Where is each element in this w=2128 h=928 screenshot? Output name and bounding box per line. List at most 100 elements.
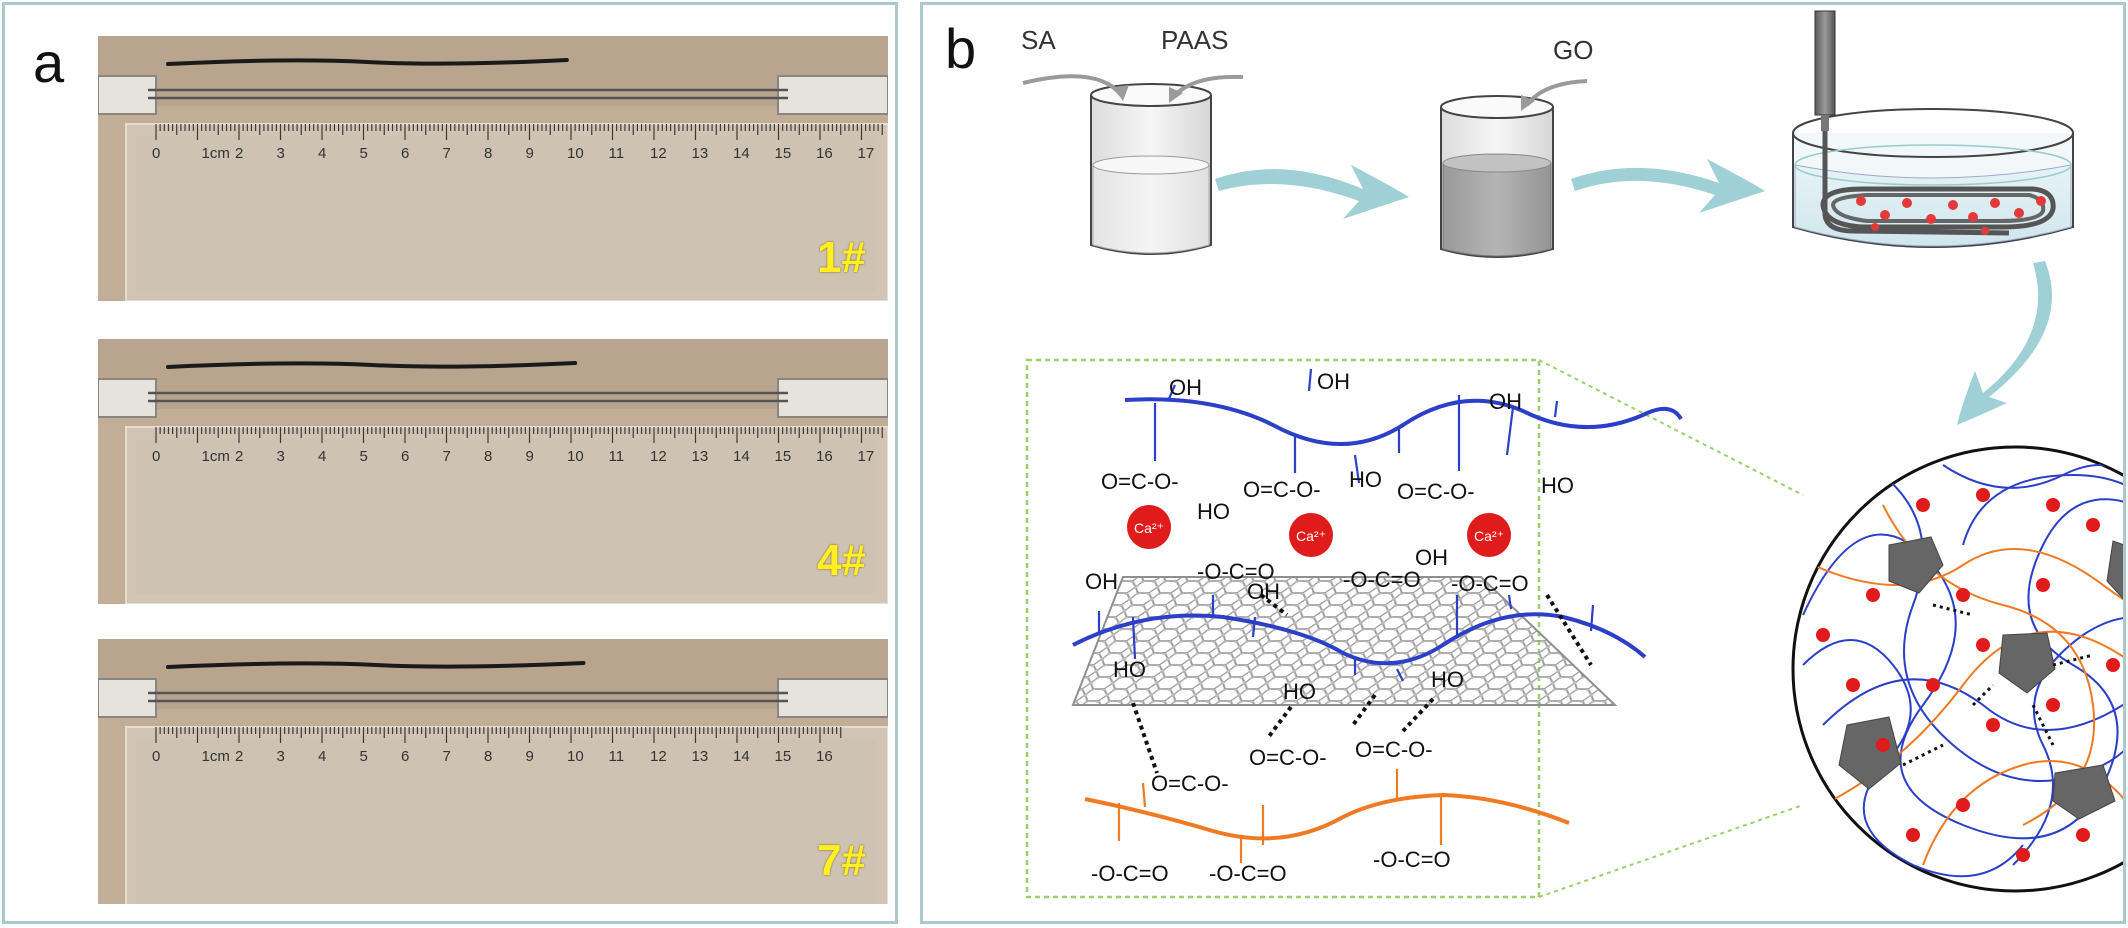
go-label: GO	[1553, 35, 1593, 65]
group-oh-4: OH	[1085, 569, 1118, 594]
ruler-inner	[136, 739, 876, 904]
process-diagram: SA PAAS GO	[1021, 10, 2123, 899]
hydrogel-fiber	[166, 361, 578, 369]
hydrogen-bonds	[1131, 593, 1593, 774]
group-oh-3: OH	[1489, 389, 1522, 414]
ruler-number: 2	[235, 145, 243, 162]
ruler-number: 4	[318, 448, 326, 465]
right-clamp	[777, 75, 888, 115]
process-arrow-1	[1215, 165, 1409, 219]
group-carboxylate-5: O=C-O-	[1249, 745, 1327, 770]
left-clamp	[98, 378, 157, 418]
left-clamp	[98, 75, 157, 115]
graphene-sheet	[1071, 576, 1618, 706]
ca-ion-3: Ca²⁺	[1474, 528, 1504, 544]
panel-b-letter: b	[945, 17, 977, 80]
ruler-number: 9	[526, 145, 534, 162]
ruler-number: 7	[443, 448, 451, 465]
ruler-inner	[136, 136, 876, 291]
ruler-number: 16	[816, 145, 833, 162]
process-arrow-3	[1957, 261, 2052, 425]
ca-ion-1: Ca²⁺	[1134, 520, 1164, 536]
right-clamp	[777, 678, 888, 718]
zoom-line-bottom	[1538, 804, 1804, 898]
ruler-number: 11	[609, 448, 625, 465]
go-feed-arrowhead	[1521, 95, 1535, 111]
group-oh-6: OH	[1415, 545, 1448, 570]
photo-top-shade	[98, 36, 888, 106]
right-clamp	[777, 378, 888, 418]
ruler-number: 8	[484, 145, 492, 162]
group-carboxylate-rev-3: -O-C=O	[1451, 571, 1529, 596]
network-hbonds	[1902, 603, 2094, 767]
ruler-number: 3	[277, 748, 285, 765]
ruler-number: 0	[152, 145, 160, 162]
group-carboxylate-4: O=C-O-	[1151, 771, 1229, 796]
group-carboxylate-2: O=C-O-	[1243, 477, 1321, 502]
group-ho-4: HO	[1113, 657, 1146, 682]
group-carboxylate-rev-2: -O-C=O	[1343, 567, 1421, 592]
group-ho-6: HO	[1431, 667, 1464, 692]
molecular-zoom-box: Ca²⁺ Ca²⁺ Ca²⁺ OH OH OH O=C-O- O=C-O- O=…	[1025, 358, 1683, 899]
ruler-number: 17	[858, 448, 875, 465]
ruler-number: 5	[360, 145, 368, 162]
group-ho-3: HO	[1541, 473, 1574, 498]
ruler-number: 5	[360, 448, 368, 465]
calcium-network	[1816, 488, 2120, 862]
spinning-needle	[1814, 10, 1836, 116]
ruler-number: 14	[733, 748, 750, 765]
hydrogel-fiber	[166, 58, 569, 66]
ruler-number: 2	[235, 748, 243, 765]
ruler-number: 16	[816, 448, 833, 465]
ruler-number: 1cm	[202, 748, 230, 765]
group-ho-5: HO	[1283, 679, 1316, 704]
group-carboxylate-1: O=C-O-	[1101, 469, 1179, 494]
ruler-number: 15	[775, 748, 792, 765]
ruler-number: 13	[692, 748, 709, 765]
ruler-number: 4	[318, 748, 326, 765]
ruler-number: 6	[401, 145, 409, 162]
panel-a-letter: a	[33, 31, 65, 94]
group-carboxylate-3: O=C-O-	[1397, 479, 1475, 504]
ruler-number: 13	[692, 448, 709, 465]
ruler-inner	[136, 439, 876, 594]
go-flakes	[1838, 536, 2123, 820]
ruler-number: 3	[277, 145, 285, 162]
paas-chain	[1084, 792, 1570, 841]
ca-ion-2: Ca²⁺	[1296, 528, 1326, 544]
group-carboxylate-rev-4: -O-C=O	[1091, 861, 1169, 886]
ruler-number: 10	[567, 145, 584, 162]
ruler-number: 15	[775, 448, 792, 465]
beaker-sa-paas	[1090, 83, 1212, 255]
ruler-number: 0	[152, 748, 160, 765]
group-carboxylate-rev-6: -O-C=O	[1373, 847, 1451, 872]
sample-label-7: 7#	[817, 836, 866, 885]
network-circle	[1791, 445, 2123, 893]
ruler-number: 3	[277, 448, 285, 465]
ruler-number: 14	[733, 145, 750, 162]
photo-top-shade	[98, 339, 888, 409]
group-ho-1: HO	[1197, 499, 1230, 524]
ruler-number: 12	[650, 145, 667, 162]
photo-top-shade	[98, 639, 888, 709]
ruler-number: 4	[318, 145, 326, 162]
left-clamp	[98, 678, 157, 718]
needle-tip	[1821, 115, 1829, 131]
zoom-line-top	[1538, 359, 1804, 496]
beaker-go	[1440, 95, 1554, 258]
sa-label: SA	[1021, 25, 1056, 55]
ruler-number: 9	[526, 448, 534, 465]
group-ho-2: HO	[1349, 467, 1382, 492]
group-oh-2: OH	[1317, 369, 1350, 394]
ruler-number: 1cm	[202, 448, 230, 465]
ruler-number: 0	[152, 448, 160, 465]
ruler-number: 1cm	[202, 145, 230, 162]
hydrogel-fiber	[166, 661, 586, 669]
ruler-number: 10	[567, 448, 584, 465]
ruler-number: 14	[733, 448, 750, 465]
sample-label-4: 4#	[817, 536, 866, 585]
